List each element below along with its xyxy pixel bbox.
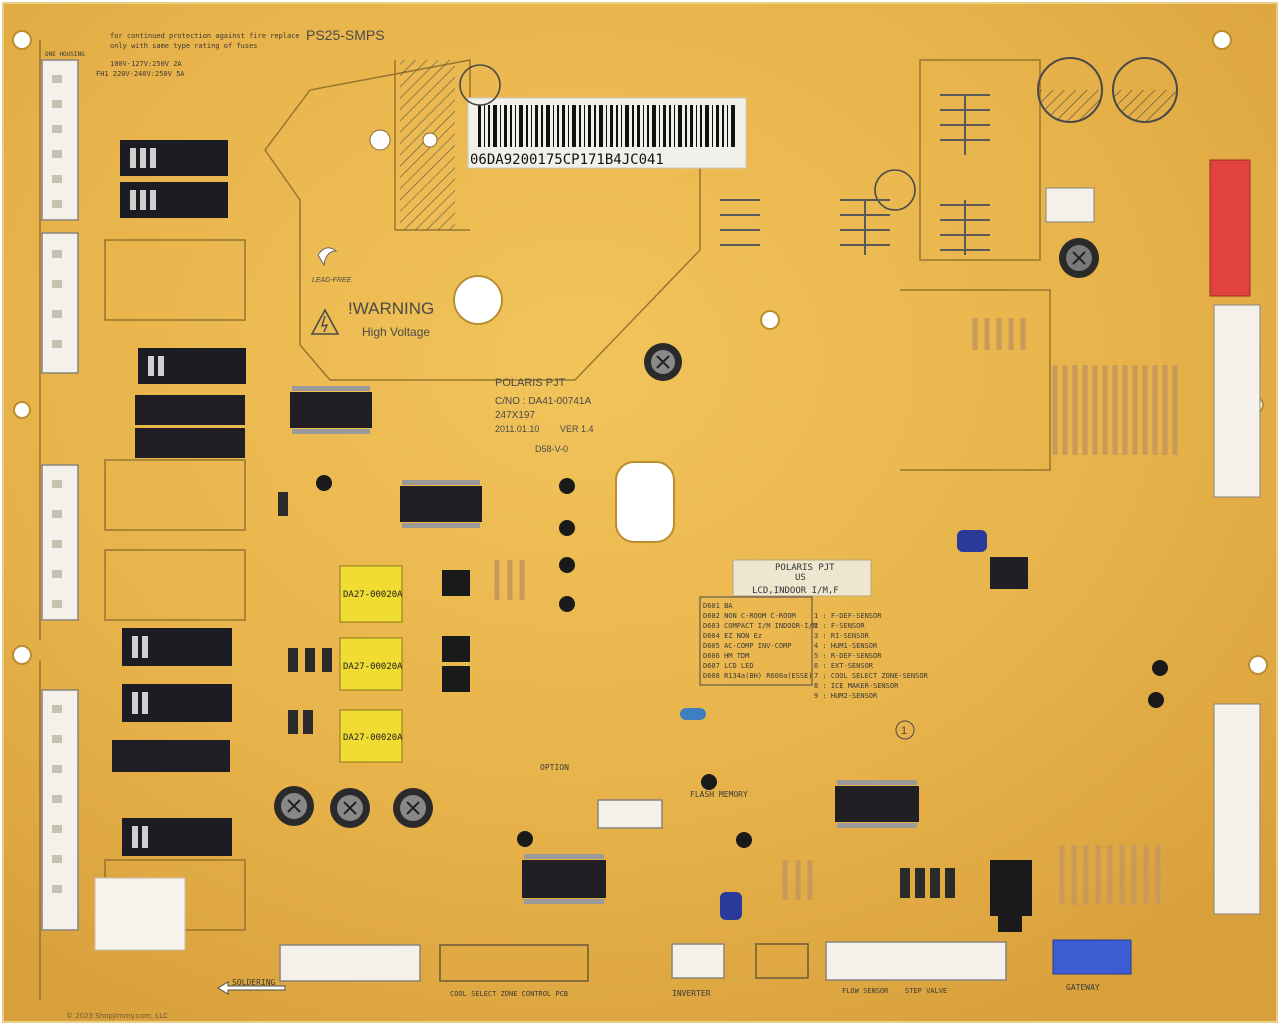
pcb-cno: C/NO : DA41-00741A [495,396,591,407]
transistors [316,475,1168,932]
option-row-5: D605 AC-COMP INV-COMP [703,642,792,650]
inductors: DA27-00020A DA27-00020A DA27-00020A [339,565,403,763]
ic-pins [292,386,917,904]
option-row-6: D606 HM TDM [703,652,749,660]
left-connector-pins [52,75,62,893]
capacitor-pads-top [459,57,1178,211]
option-sticker: POLARIS PJT US LCD,INDOOR I/M,F [732,559,872,597]
soldering-arrow-icon [217,981,286,995]
sensor-9: 9 : HUM2-SENSOR [814,692,878,700]
sticker-line3: LCD,INDOOR I/M,F [752,586,839,596]
pcb-size: 247X197 [495,410,535,421]
option-row-4: D604 EZ NON Ez [703,632,762,640]
sensor-5: 5 : R-DEF-SENSOR [814,652,882,660]
ssr-blocks [112,395,245,772]
fuse-note-1: for continued protection against fire re… [110,32,300,40]
label-cool-select-pcb: COOL SELECT ZONE CONTROL PCB [450,990,568,998]
board-model: PS25-SMPS [306,27,385,43]
sticker-line2: US [795,573,806,583]
resistor-array [494,318,1178,905]
sensor-4: 4 : HUM1-SENSOR [814,642,878,650]
sensor-8: 8 : ICE MAKER-SENSOR [814,682,899,690]
sensor-3: 3 : RI-SENSOR [814,632,870,640]
pcb-cert: D58-V-0 [535,444,568,454]
sensor-6: 6 : EXT-SENSOR [814,662,874,670]
inductor-2-label: DA27-00020A [343,662,403,672]
pcb-info-block: POLARIS PJT C/NO : DA41-00741A 247X197 2… [495,377,594,454]
sticker-line1: POLARIS PJT [775,563,835,573]
circle-mark-number: 1 [901,725,907,737]
inductor-3-label: DA27-00020A [343,733,403,743]
label-step-valve: STEP VALVE [905,987,947,995]
section-labels: GATEWAY INVERTER FLASH MEMORY OPTION SOL… [45,51,1100,998]
warning-title: !WARNING [348,299,434,318]
label-option: OPTION [540,763,569,772]
circle-mark: 1 [895,720,915,740]
pcb-version: VER 1.4 [560,424,594,434]
label-gateway: GATEWAY [1066,983,1100,992]
pcb-name: POLARIS PJT [495,377,566,389]
board-hole [453,275,503,325]
label-flow-sensor: FLOW SENSOR [842,987,889,995]
fuse-rating-1: 100V-127V:250V 2A [110,60,182,68]
pcb-date: 2011.01.10 [495,424,539,434]
label-inverter: INVERTER [672,989,711,998]
copyright-text: © 2023 ShopJimmy.com, LLC [66,1012,168,1020]
sensor-7: 7 : COOL SELECT ZONE-SENSOR [814,672,929,680]
sensor-list: 1 : F-DEF-SENSOR 2 : F-SENSOR 3 : RI-SEN… [814,612,929,700]
fuse-block [94,877,186,951]
label-flash-memory: FLASH MEMORY [690,790,748,799]
option-table: D601 BA D602 NON C-ROOM C-ROOM D603 COMP… [699,596,817,686]
barcode-number: 06DA9200175CP171B4JC041 [470,152,664,168]
lead-free-mark: LEAD-FREE [312,277,352,284]
option-row-2: D602 NON C-ROOM C-ROOM [703,612,796,620]
sensor-1: 1 : F-DEF-SENSOR [814,612,882,620]
fuse-rating-2: FH1 220V-240V:250V 5A [96,70,185,78]
left-connectors [41,59,79,931]
integrated-circuits [290,392,1028,898]
relay-labels [130,148,164,848]
sensor-2: 2 : F-SENSOR [814,622,865,630]
electrolytic-capacitors [274,238,1099,920]
option-row-1: D601 BA [703,602,733,610]
warning-subtitle: High Voltage [362,325,430,339]
option-row-8: D608 R134a(BH) R600a(ESSE) [703,672,813,680]
inductor-1-label: DA27-00020A [343,590,403,600]
label-soldering: SOLDERING [232,978,276,987]
board-cutout [615,461,675,543]
bottom-connectors [279,799,1007,982]
lead-free-icon [317,247,338,267]
fuse-note-2: only with same type rating of fuses [110,42,258,50]
label-one-housing: ONE HOUSING [45,51,85,58]
relays [120,140,246,856]
diodes [278,492,955,898]
right-connectors [1045,159,1261,975]
option-row-3: D603 COMPACT I/M INDOOR-I/M [703,622,817,630]
warning-icon [310,308,340,335]
transformer-outline [720,94,990,255]
option-row-7: D607 LCD LED [703,662,754,670]
barcode-sticker: 06DA9200175CP171B4JC041 [467,97,747,169]
